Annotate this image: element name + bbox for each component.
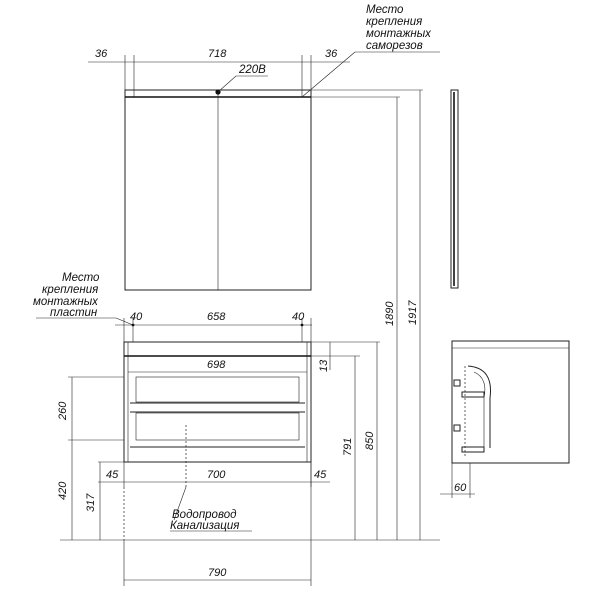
dim-top-left: 36 [95, 48, 108, 60]
mirror-width-dimension: 36 718 36 [88, 48, 350, 97]
dim-1890: 1890 [384, 301, 396, 326]
dim-plate-mid: 658 [207, 311, 226, 323]
dim-260: 260 [57, 401, 69, 421]
mirror-side-view [450, 89, 459, 289]
cabinet-mount-line-3: монтажных [33, 296, 99, 308]
plate-dimension: 40 658 40 [115, 311, 312, 342]
inner-width-dimension: 698 [128, 359, 307, 373]
dim-1917: 1917 [407, 300, 419, 325]
right-height-dimensions: 13 791 850 1890 1917 [311, 89, 423, 540]
power-label: 220В [238, 64, 266, 76]
cabinet-mount-line-1: Место [62, 272, 100, 284]
dim-side-60: 60 [454, 482, 467, 494]
mirror-mount-line-1: Место [366, 4, 404, 16]
dim-317: 317 [85, 493, 97, 512]
mirror-mount-line-3: монтажных [366, 28, 432, 40]
dim-791: 791 [342, 438, 354, 456]
total-width-dimension: 790 [123, 462, 312, 586]
mirror-mount-callout: Место крепления монтажных саморезов [301, 4, 440, 98]
mirror [124, 89, 312, 291]
cabinet-mount-line-4: пластин [50, 307, 98, 319]
cabinet-side-view: 60 [440, 340, 570, 498]
plumbing-points: Водопровод Канализация [123, 425, 252, 540]
dim-total-width: 790 [208, 567, 227, 579]
cabinet-mount-line-2: крепления [42, 284, 98, 296]
dim-top-right: 36 [325, 48, 338, 60]
dim-420: 420 [57, 481, 69, 500]
cabinet-mount-callout: Место крепления монтажных пластин [33, 272, 134, 326]
dim-top-mid: 718 [208, 48, 227, 60]
dim-pipe-left: 45 [106, 469, 119, 481]
mirror-mount-line-4: саморезов [366, 40, 423, 52]
dim-inner-width: 698 [207, 359, 226, 371]
dim-pipe-right: 45 [314, 469, 327, 481]
power-outlet-marker: 220В [215, 64, 268, 95]
sewer-label: Канализация [170, 520, 239, 532]
dim-plate-right: 40 [292, 311, 305, 323]
pipe-dimension: 45 700 45 [98, 462, 330, 487]
dim-13: 13 [318, 359, 330, 372]
cabinet-front [123, 341, 312, 463]
mirror-mount-line-2: крепления [366, 16, 422, 28]
dim-plate-left: 40 [130, 311, 143, 323]
water-label: Водопровод [172, 509, 236, 521]
left-height-dimensions: 260 420 317 [57, 376, 124, 540]
dim-850: 850 [364, 431, 376, 450]
dim-pipe-mid: 700 [207, 469, 226, 481]
